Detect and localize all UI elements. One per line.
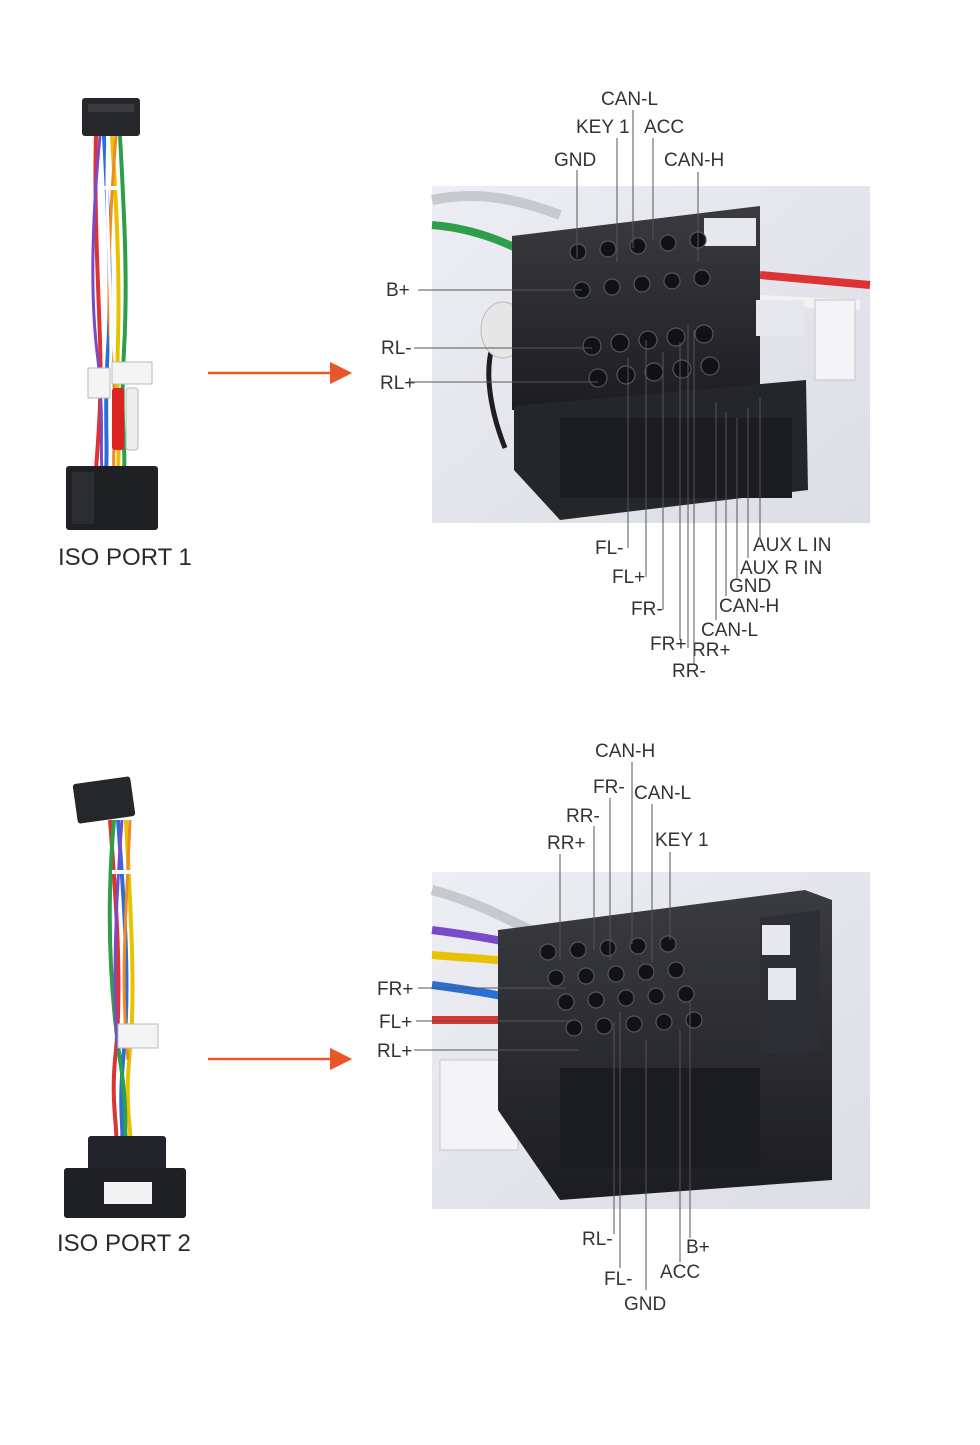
pin-hole	[603, 278, 621, 296]
pin-label-can-h: CAN-H	[719, 596, 779, 617]
pin-label-rl-plus: RL+	[377, 1041, 412, 1062]
pin-hole	[666, 327, 686, 347]
leader-lines-2	[414, 762, 691, 1290]
pin-hole	[588, 368, 608, 388]
pin-label-gnd: GND	[729, 576, 771, 597]
pin-label-fl-plus: FL+	[612, 567, 645, 588]
pin-hole	[547, 969, 565, 987]
pin-label-can-l: CAN-L	[701, 620, 758, 641]
pin-label-fl-plus: FL+	[379, 1012, 412, 1033]
pin-hole	[539, 943, 557, 961]
pin-grid-1	[569, 231, 720, 388]
pin-label-gnd: GND	[624, 1294, 666, 1315]
pin-label-fl-minus: FL-	[604, 1269, 633, 1290]
leader-lines-1	[408, 110, 761, 664]
pin-label-b-plus: B+	[386, 280, 410, 301]
harness-image-1	[66, 98, 158, 530]
pin-hole	[633, 275, 651, 293]
pin-hole	[694, 324, 714, 344]
port-label: ISO PORT 1	[58, 544, 192, 571]
pin-hole	[644, 362, 664, 382]
pin-hole	[577, 967, 595, 985]
pin-hole	[599, 939, 617, 957]
port-label: ISO PORT 2	[57, 1230, 191, 1257]
pin-label-rr-plus: RR+	[547, 833, 586, 854]
pin-label-rl-minus: RL-	[582, 1229, 613, 1250]
pin-label-rr-plus: RR+	[692, 640, 731, 661]
pin-label-rl-plus: RL+	[380, 373, 415, 394]
pin-hole	[599, 240, 617, 258]
pin-label-rl-minus: RL-	[381, 338, 412, 359]
pin-label-can-l: CAN-L	[634, 783, 691, 804]
pin-hole	[569, 941, 587, 959]
connector-photo-2	[430, 872, 870, 1209]
pin-hole	[659, 935, 677, 953]
pin-label-key1: KEY 1	[576, 117, 630, 138]
pin-label-b-plus: B+	[686, 1237, 710, 1258]
harness-image-2	[64, 776, 186, 1218]
pin-hole	[700, 356, 720, 376]
pin-hole	[582, 336, 602, 356]
pin-hole	[557, 993, 575, 1011]
pin-label-fr-minus: FR-	[631, 599, 663, 620]
pin-hole	[565, 1019, 583, 1037]
pin-label-fr-plus: FR+	[650, 634, 686, 655]
pin-label-aux-r-in: AUX R IN	[740, 558, 822, 579]
pin-hole	[637, 963, 655, 981]
pin-hole	[663, 272, 681, 290]
pin-label-fr-plus: FR+	[377, 979, 413, 1000]
section-iso-port-2: ISO PORT 2 CAN-H FR- CAN-L RR- KEY 1 RR+…	[57, 741, 870, 1315]
pin-label-key1: KEY 1	[655, 830, 709, 851]
section-iso-port-1: ISO PORT 1 CAN-L KEY 1 ACC GND CAN-H B+ …	[58, 89, 871, 682]
pin-hole	[659, 234, 677, 252]
pin-hole	[638, 330, 658, 350]
pin-hole	[677, 985, 695, 1003]
pin-hole	[617, 989, 635, 1007]
pin-hole	[595, 1017, 613, 1035]
pin-hole	[685, 1011, 703, 1029]
pin-hole	[587, 991, 605, 1009]
pin-label-fl-minus: FL-	[595, 538, 624, 559]
pin-label-fr-minus: FR-	[593, 777, 625, 798]
pin-hole	[610, 333, 630, 353]
pin-hole	[672, 359, 692, 379]
pin-label-acc: ACC	[660, 1262, 700, 1283]
pin-label-acc: ACC	[644, 117, 684, 138]
pin-hole	[569, 243, 587, 261]
pin-hole	[629, 937, 647, 955]
pin-label-rr-minus: RR-	[566, 806, 600, 827]
connector-photo-1	[430, 186, 871, 523]
pin-hole	[616, 365, 636, 385]
pin-label-can-l: CAN-L	[601, 89, 658, 110]
pin-hole	[693, 269, 711, 287]
pin-label-aux-l-in: AUX L IN	[753, 535, 832, 556]
pin-label-rr-minus: RR-	[672, 661, 706, 682]
pin-hole	[667, 961, 685, 979]
pin-hole	[655, 1013, 673, 1031]
pin-hole	[629, 237, 647, 255]
pin-label-can-h: CAN-H	[595, 741, 655, 762]
pin-label-gnd: GND	[554, 150, 596, 171]
pin-grid-2	[539, 935, 703, 1037]
pin-hole	[607, 965, 625, 983]
pin-hole	[625, 1015, 643, 1033]
pin-hole	[647, 987, 665, 1005]
pin-label-can-h: CAN-H	[664, 150, 724, 171]
